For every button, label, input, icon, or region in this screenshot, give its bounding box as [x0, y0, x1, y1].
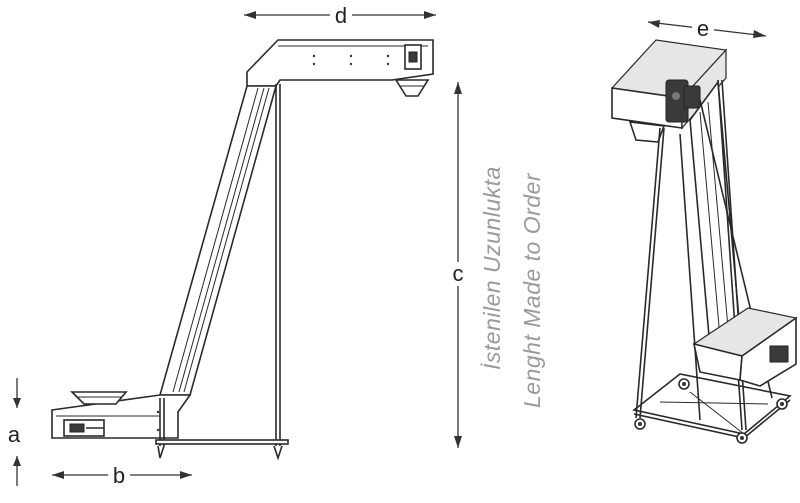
iso-leg-1	[635, 127, 661, 419]
feed-hopper	[70, 391, 128, 405]
iso-casters	[634, 378, 788, 444]
dimension-b: b	[52, 462, 192, 488]
length-note: İstenilen Uzunlukta Lenght Made to Order	[479, 166, 545, 408]
isometric-view-conveyor	[610, 39, 798, 444]
dim-label-e: e	[697, 16, 709, 41]
dimension-d: d	[244, 3, 436, 28]
base-rail	[155, 439, 289, 445]
dim-label-b: b	[113, 463, 125, 488]
side-view-conveyor	[51, 39, 434, 461]
iso-base-frame	[632, 373, 792, 435]
note-english: Lenght Made to Order	[519, 172, 545, 408]
dimension-a: a	[8, 378, 21, 486]
inclined-body	[158, 85, 278, 396]
note-turkish: İstenilen Uzunlukta	[479, 166, 505, 370]
dimension-c: c	[448, 82, 468, 448]
dim-label-a: a	[8, 422, 21, 447]
dim-label-c: c	[453, 261, 464, 286]
dimension-e: e	[647, 16, 767, 41]
dim-label-d: d	[335, 3, 347, 28]
discharge-chute	[394, 79, 430, 97]
